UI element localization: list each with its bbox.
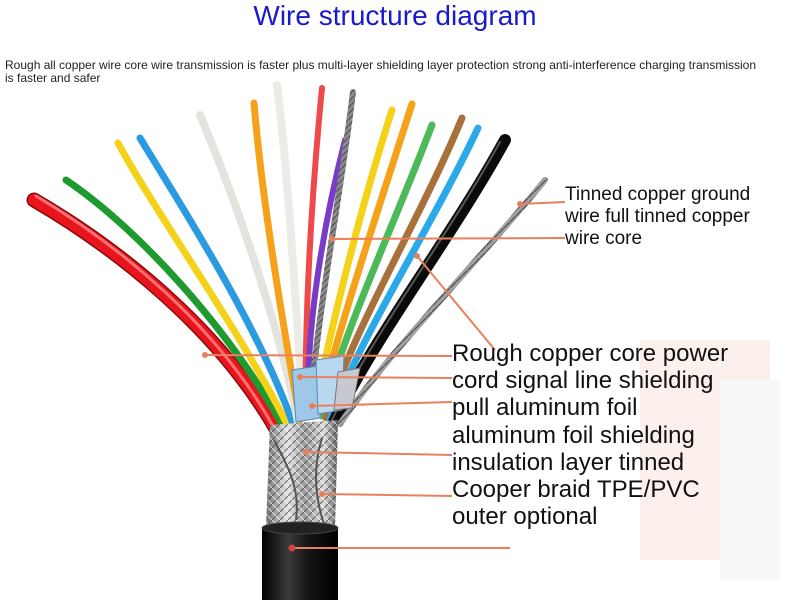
wire-green	[62, 176, 288, 432]
tinned-copper-braid	[266, 420, 338, 528]
leader-shielding	[305, 451, 453, 456]
ground-wire-label: Tinned copper ground wire full tinned co…	[565, 184, 790, 250]
ground-wire-label-line: Tinned copper ground	[565, 184, 751, 205]
structure-label-line: Rough copper core power	[452, 340, 729, 367]
wire-tinned-ground	[337, 177, 548, 427]
diagram-title: Wire structure diagram	[253, 0, 537, 31]
diagram-subtitle: Rough all copper wire core wire transmis…	[5, 58, 756, 85]
leader-black-to-main	[416, 255, 496, 351]
structure-label-line: Cooper braid TPE/PVC	[452, 476, 700, 504]
wire-blue-left	[136, 134, 297, 428]
leader-ground-wire	[519, 201, 566, 205]
leader-dots	[202, 201, 523, 552]
ground-wire-label-line: wire core	[565, 228, 643, 249]
leader-power-cord	[204, 354, 453, 357]
leader-signal-line	[299, 376, 453, 379]
wire-yellow-left	[114, 139, 292, 430]
aluminum-foil	[291, 355, 361, 423]
structure-label-line: pull aluminum foil	[452, 394, 638, 422]
leader-foil	[311, 401, 453, 407]
ground-wire-label-line: wire full tinned copper	[565, 206, 750, 227]
leader-braid	[321, 493, 453, 497]
leader-lines	[204, 201, 566, 549]
structure-label-line: cord signal line shielding	[452, 367, 714, 395]
wire-white-left	[196, 111, 302, 426]
structure-label-line: outer optional	[452, 503, 598, 531]
structure-label-line: insulation layer tinned	[452, 448, 685, 476]
leader-wire-core	[331, 237, 566, 240]
wire-red	[26, 192, 286, 440]
structure-label-line: aluminum foil shielding	[452, 421, 695, 449]
outer-jacket	[261, 521, 339, 600]
structure-label: Rough copper core power cord signal line…	[452, 340, 788, 530]
background-decoration	[640, 340, 780, 580]
